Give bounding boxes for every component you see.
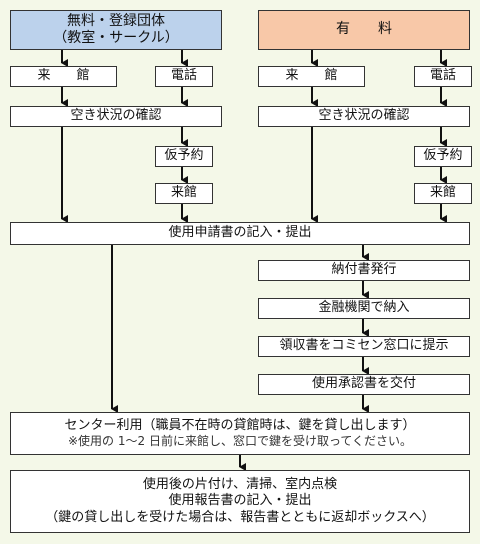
application-label: 使用申請書の記入・提出 [168,225,312,241]
free-header: 無料・登録団体 （教室・サークル） [10,10,222,50]
paid-step-approval: 使用承認書を交付 [258,374,470,395]
free-header-line1: 無料・登録団体 [67,12,165,29]
center-use-note: ※使用の 1～2 日前に来館し、窓口で鍵を受け取ってください。 [68,434,412,449]
paid-visit2-step: 来館 [414,183,472,204]
paid-step-invoice-label: 納付書発行 [331,262,397,278]
free-visit-step: 来 館 [10,66,117,87]
application-step: 使用申請書の記入・提出 [10,222,470,245]
after-use-line3: （鍵の貸し出しを受けた場合は、報告書とともに返却ボックスへ） [45,509,435,525]
paid-check-step: 空き状況の確認 [258,106,470,127]
paid-visit-step: 来 館 [258,66,365,87]
paid-visit2-label: 来館 [429,185,456,201]
free-phone-label: 電話 [170,68,197,84]
after-use-line2: 使用報告書の記入・提出 [168,493,312,509]
paid-step-bank-label: 金融機関で納入 [318,300,410,316]
paid-header-label: 有 料 [336,21,392,38]
center-use-line1: センター利用（職員不在時の貸館時は、鍵を貸し出します） [64,417,416,433]
paid-visit-label: 来 館 [285,68,338,84]
free-phone-step: 電話 [155,66,213,87]
paid-step-bank: 金融機関で納入 [258,298,470,319]
free-visit2-step: 来館 [155,183,213,204]
paid-header: 有 料 [258,10,470,50]
free-check-label: 空き状況の確認 [70,108,162,124]
free-visit-label: 来 館 [37,68,90,84]
paid-step-receipt: 領収書をコミセン窓口に提示 [258,336,470,357]
paid-step-approval-label: 使用承認書を交付 [311,376,416,392]
free-provisional-step: 仮予約 [155,146,213,167]
paid-provisional-step: 仮予約 [414,146,472,167]
free-visit2-label: 来館 [170,185,197,201]
paid-step-receipt-label: 領収書をコミセン窓口に提示 [279,338,449,354]
paid-step-invoice: 納付書発行 [258,260,470,281]
after-use-line1: 使用後の片付け、清掃、室内点検 [142,477,338,493]
center-use-step: センター利用（職員不在時の貸館時は、鍵を貸し出します） ※使用の 1～2 日前に… [10,412,470,455]
after-use-step: 使用後の片付け、清掃、室内点検 使用報告書の記入・提出 （鍵の貸し出しを受けた場… [10,470,470,533]
paid-provisional-label: 仮予約 [423,148,463,164]
free-check-step: 空き状況の確認 [10,106,222,127]
free-provisional-label: 仮予約 [164,148,204,164]
paid-phone-step: 電話 [414,66,472,87]
paid-phone-label: 電話 [429,68,456,84]
free-header-line2: （教室・サークル） [53,30,179,46]
paid-check-label: 空き状況の確認 [318,108,410,124]
